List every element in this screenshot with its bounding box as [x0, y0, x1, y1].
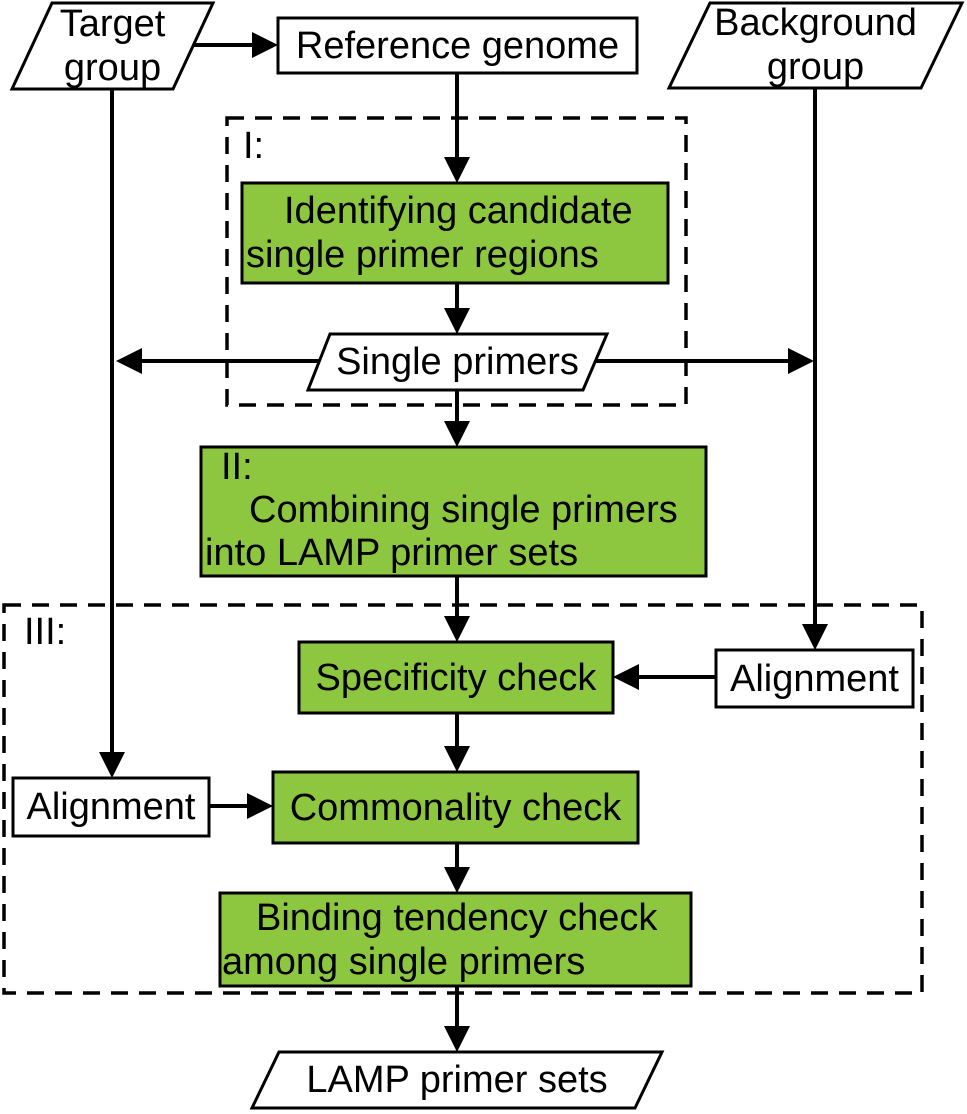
specificity-check-rect: [297, 640, 615, 715]
arrowheads: [99, 32, 828, 1052]
stage3-label: III:: [24, 611, 67, 653]
arrowhead-into-lampsets: [444, 1026, 470, 1052]
combine-line1: Combining single primers: [249, 489, 678, 531]
identify-candidates-label: Identifying candidate single primer regi…: [242, 189, 668, 277]
combine-rect: [199, 445, 708, 578]
commonality-check-label: Commonality check: [289, 786, 622, 829]
stage2-label: II:: [221, 446, 253, 488]
identify-candidates-rect: [240, 181, 670, 285]
arrowhead-alignment-to-commonality: [247, 793, 273, 819]
arrowhead-into-identify: [444, 157, 470, 183]
arrowhead-into-commonality: [444, 746, 470, 772]
alignment-right-rect: [714, 648, 915, 709]
lamp-primer-sets-parallelogram: [249, 1050, 665, 1110]
arrowhead-into-singleprimers: [444, 308, 470, 334]
combine-line2: into LAMP primer sets: [205, 532, 579, 574]
arrowhead-into-specificity: [444, 616, 470, 642]
binding-tendency-line1: Binding tendency check: [256, 897, 658, 939]
alignment-left-label: Alignment: [26, 786, 196, 828]
background-group-line2: group: [766, 46, 865, 88]
arrowhead-into-binding: [444, 867, 470, 893]
arrowhead-into-alignment-right: [802, 624, 828, 650]
stage1-label: I:: [243, 125, 265, 167]
lamp-primer-sets-label: LAMP primer sets: [306, 1059, 608, 1101]
combine-label: II: Combining single primers into LAMP p…: [201, 446, 706, 575]
binding-tendency-label: Binding tendency check among single prim…: [220, 896, 691, 984]
reference-genome-rect: [276, 16, 639, 75]
target-group-line2: group: [63, 47, 162, 89]
identify-candidates-line1: Identifying candidate: [284, 190, 633, 232]
single-primers-parallelogram: [305, 332, 610, 392]
background-group-label: Background group: [669, 1, 962, 89]
arrowhead-alignment-to-specificity: [613, 664, 639, 690]
binding-tendency-rect: [218, 891, 693, 988]
specificity-check-label: Specificity check: [315, 656, 597, 699]
stage3-dashed-box: [2, 603, 924, 995]
alignment-left-rect: [11, 776, 211, 838]
alignment-right-label: Alignment: [730, 657, 899, 700]
arrowhead-into-combine: [444, 421, 470, 447]
identify-candidates-line2: single primer regions: [246, 234, 599, 276]
arrowhead-into-reference: [252, 32, 278, 58]
background-group-parallelogram: [666, 1, 965, 90]
commonality-check-rect: [271, 770, 640, 845]
arrowhead-left-to-targetline: [116, 348, 142, 374]
arrowhead-into-alignment-left: [99, 752, 125, 778]
target-group-line1: Target: [59, 3, 166, 45]
single-primers-label: Single primers: [336, 341, 579, 383]
arrowhead-right-to-backgroundline: [788, 348, 814, 374]
reference-genome-label: Reference genome: [295, 24, 620, 67]
target-group-label: Target group: [12, 2, 213, 90]
binding-tendency-line2: among single primers: [222, 941, 586, 983]
background-group-line1: Background: [714, 2, 917, 44]
target-group-parallelogram: [9, 1, 216, 91]
